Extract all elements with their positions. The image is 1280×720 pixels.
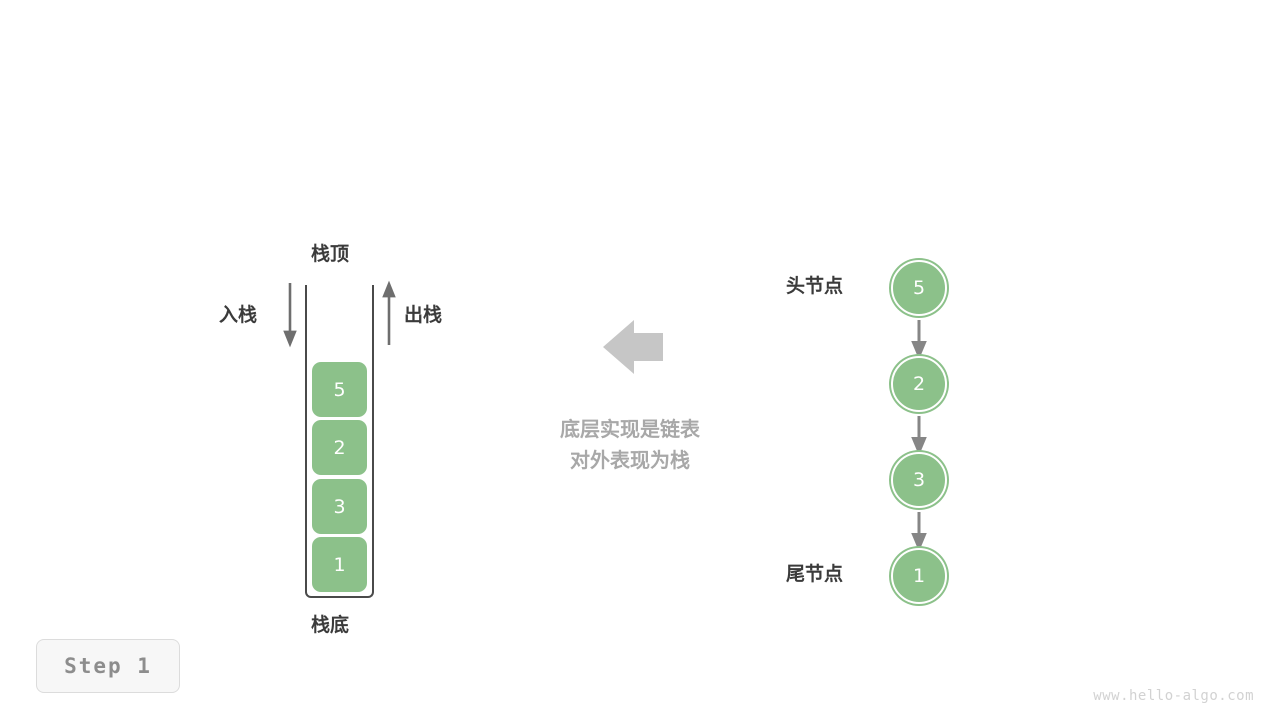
center-note-line-1: 底层实现是链表 bbox=[560, 417, 700, 441]
stack-element: 5 bbox=[312, 362, 367, 417]
stack-top-label: 栈顶 bbox=[311, 243, 350, 265]
linked-list-node: 1 bbox=[891, 548, 947, 604]
head-node-label: 头节点 bbox=[786, 275, 844, 297]
arrow-left-icon bbox=[603, 320, 663, 374]
tail-node-label: 尾节点 bbox=[786, 563, 844, 585]
stack-element: 3 bbox=[312, 479, 367, 534]
stack-element: 1 bbox=[312, 537, 367, 592]
stack-bottom-label: 栈底 bbox=[311, 614, 350, 636]
stack-container bbox=[305, 285, 374, 598]
center-note-line-2: 对外表现为栈 bbox=[570, 448, 690, 472]
linked-list-node: 5 bbox=[891, 260, 947, 316]
linked-list-node: 3 bbox=[891, 452, 947, 508]
step-badge: Step 1 bbox=[36, 639, 180, 693]
stack-element: 2 bbox=[312, 420, 367, 475]
center-note: 底层实现是链表 对外表现为栈 bbox=[480, 414, 780, 476]
linked-list-node: 2 bbox=[891, 356, 947, 412]
push-label: 入栈 bbox=[219, 304, 258, 326]
watermark: www.hello-algo.com bbox=[1093, 688, 1254, 704]
pop-label: 出栈 bbox=[404, 304, 443, 326]
